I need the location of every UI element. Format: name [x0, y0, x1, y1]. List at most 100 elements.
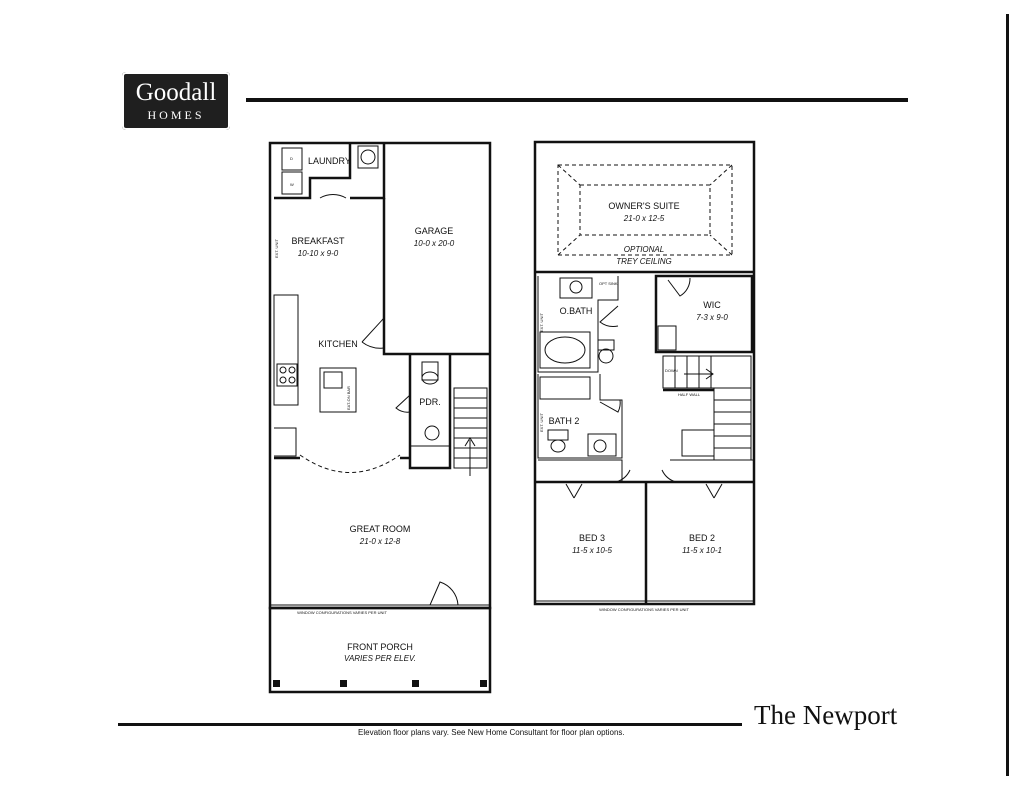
- trey-ceiling-corner: [557, 164, 581, 186]
- optional-ceiling-line1: OPTIONAL: [624, 245, 664, 254]
- opt-sink: [569, 280, 583, 294]
- garage-laundry-wall: [350, 143, 386, 200]
- ext-unit-label-second-2: EXT. UNIT: [539, 413, 544, 432]
- wic-shelf: [657, 325, 677, 351]
- first-floor-stairs: [453, 387, 488, 476]
- obath-label: O.BATH: [560, 306, 593, 316]
- owners-bath-walls: [537, 276, 619, 373]
- footnote: Elevation floor plans vary. See New Home…: [358, 728, 625, 737]
- porch-post: [273, 680, 280, 687]
- garage-door-swing: [361, 317, 385, 349]
- stair-arrow-head: [705, 368, 714, 380]
- bed3-closet: [538, 459, 623, 482]
- toilet-bowl: [421, 371, 439, 385]
- powder-room-walls: [408, 354, 452, 470]
- owners-suite-label: OWNER'S SUITE: [608, 201, 679, 211]
- bed2-label: BED 2: [689, 533, 715, 543]
- bathtub: [539, 331, 591, 369]
- burner: [279, 366, 287, 374]
- wic-walls: [654, 274, 754, 354]
- footer-rule: [118, 723, 742, 726]
- laundry-walls: [274, 143, 352, 200]
- bath2-walls: [537, 374, 623, 459]
- wic-dim: 7-3 x 9-0: [696, 313, 728, 322]
- stair-arrow-head: [464, 437, 476, 447]
- bath2-label: BATH 2: [549, 416, 580, 426]
- optional-ceiling-line2: TREY CEILING: [616, 257, 671, 266]
- bathtub-basin: [544, 336, 586, 364]
- opt-sink-counter: [559, 277, 593, 299]
- kitchen-great-room-arc: [299, 454, 401, 473]
- ext-unit-label-first: EXT. UNIT: [274, 239, 279, 258]
- second-floor-stairs: [662, 355, 752, 461]
- second-floor-outline: [533, 140, 756, 606]
- obath-toilet-bowl: [598, 348, 614, 364]
- ext-unit-label-second-1: EXT. UNIT: [539, 313, 544, 332]
- front-porch-label: FRONT PORCH: [347, 642, 413, 652]
- bath2-door-swing: [599, 399, 621, 413]
- front-porch-dim: VARIES PER ELEV.: [344, 654, 416, 663]
- trey-ceiling-corner: [557, 234, 581, 256]
- eat-bar-label: EAT-ON BAR: [346, 386, 351, 410]
- bed2-closet-doors: [705, 483, 723, 499]
- kitchen-label: KITCHEN: [318, 339, 358, 349]
- toilet-tank: [421, 361, 439, 381]
- powder-closet: [409, 445, 451, 469]
- plan-title: The Newport: [754, 700, 898, 730]
- trey-ceiling-corner: [709, 164, 733, 186]
- great-room-dim: 21-0 x 12-8: [359, 537, 401, 546]
- trey-ceiling-outer: [557, 164, 733, 256]
- laundry-label: LAUNDRY: [308, 156, 351, 166]
- linen-closet: [681, 429, 715, 457]
- first-floor-plan: LAUNDRY D W BREAKFAST 10-10 x 9-0 GARAGE…: [268, 141, 492, 694]
- logo-brand-sub: HOMES: [147, 108, 205, 122]
- powder-door-swing: [395, 394, 411, 413]
- wic-door-swing: [667, 277, 691, 297]
- front-door-swing: [429, 581, 459, 606]
- burner: [288, 366, 296, 374]
- bed2-door-swing: [661, 469, 677, 483]
- window-note-second: WINDOW CONFIGURATIONS VARIES PER UNIT: [599, 607, 689, 612]
- kitchen-counter: [273, 294, 299, 406]
- bed3-closet-doors: [565, 483, 583, 499]
- kitchen-island: [319, 367, 357, 413]
- breakfast-label: BREAKFAST: [291, 236, 345, 246]
- dryer-letter: D: [290, 156, 293, 161]
- pdr-label: PDR.: [419, 397, 441, 407]
- kitchen-sink: [323, 371, 343, 389]
- water-heater-symbol: [360, 149, 376, 165]
- bed3-label: BED 3: [579, 533, 605, 543]
- bath2-tub: [539, 376, 591, 400]
- obath-door-swing: [599, 305, 619, 327]
- bed3-door-swing: [615, 469, 631, 483]
- page-edge-line: [1006, 14, 1009, 776]
- front-porch-outline: [268, 606, 492, 694]
- laundry-door-swing: [319, 194, 347, 199]
- goodall-homes-logo: Goodall HOMES: [122, 72, 230, 130]
- washer-symbol: [281, 171, 303, 195]
- porch-post: [412, 680, 419, 687]
- cooktop: [276, 363, 298, 387]
- window-note-first: WINDOW CONFIGURATIONS VARIES PER UNIT: [297, 610, 387, 615]
- owners-suite-dim: 21-0 x 12-5: [623, 214, 665, 223]
- bed2-dim: 11-5 x 10-1: [682, 546, 722, 555]
- bath2-toilet-bowl: [550, 439, 566, 453]
- pantry-closet: [274, 427, 297, 457]
- obath-toilet-tank: [597, 339, 615, 351]
- header-rule: [246, 98, 908, 102]
- down-label: DOWN: [665, 368, 678, 373]
- water-heater-box: [357, 145, 379, 169]
- breakfast-dim: 10-10 x 9-0: [298, 249, 339, 258]
- stair-frame: [662, 355, 752, 389]
- great-room-label: GREAT ROOM: [350, 524, 411, 534]
- bath2-vanity: [587, 433, 617, 457]
- pedestal-sink: [424, 425, 440, 441]
- burner: [288, 376, 296, 384]
- bath2-toilet-tank: [547, 429, 569, 441]
- garage-dim: 10-0 x 20-0: [414, 239, 455, 248]
- opt-sink-label: OPT SINK: [599, 281, 618, 286]
- garage-wall: [382, 198, 490, 356]
- wic-label: WIC: [703, 300, 721, 310]
- burner: [279, 376, 287, 384]
- garage-label: GARAGE: [415, 226, 454, 236]
